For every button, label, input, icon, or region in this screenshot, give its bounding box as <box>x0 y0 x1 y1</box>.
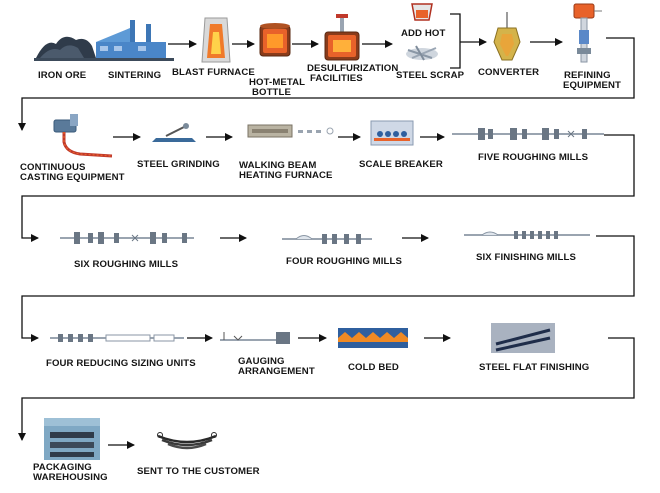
step-steel-flat-finishing: STEEL FLAT FINISHING <box>479 362 590 373</box>
steel-grinding-icon <box>152 123 196 142</box>
four-reducing-sizing-units-icon <box>50 334 184 342</box>
step-add-hot: ADD HOT <box>401 28 446 39</box>
step-continuous-casting-line1: CONTINUOUS <box>20 162 86 173</box>
iron-ore-sintering-plant-icon <box>34 20 174 61</box>
step-converter: CONVERTER <box>478 67 540 78</box>
step-continuous-casting-line2: CASTING EQUIPMENT <box>20 172 125 183</box>
six-finishing-mills-icon <box>464 231 590 239</box>
step-cold-bed: COLD BED <box>348 362 399 373</box>
step-packaging-line1: PACKAGING <box>33 462 92 473</box>
connector-row3-to-row4 <box>21 235 635 342</box>
leaf-spring-icon <box>157 432 217 450</box>
step-five-roughing-mills: FIVE ROUGHING MILLS <box>478 152 589 163</box>
step-refining-line2: EQUIPMENT <box>563 80 621 91</box>
packaging-warehouse-icon <box>44 418 100 460</box>
step-desulfurization-line2: FACILITIES <box>310 73 363 84</box>
step-steel-grinding: STEEL GRINDING <box>137 159 220 170</box>
connector-row1-to-row2 <box>18 37 635 131</box>
step-sintering: SINTERING <box>108 70 162 81</box>
four-roughing-mills-icon <box>282 234 372 244</box>
step-four-roughing-mills: FOUR ROUGHING MILLS <box>286 256 402 267</box>
step-walking-beam-line1: WALKING BEAM <box>239 160 317 171</box>
step-six-finishing-mills: SIX FINISHING MILLS <box>476 252 576 263</box>
continuous-casting-icon <box>53 114 113 158</box>
step-four-reducing-sizing-units: FOUR REDUCING SIZING UNITS <box>46 358 196 369</box>
steel-flat-finishing-icon <box>491 323 555 353</box>
step-refining-line1: REFINING <box>564 70 611 81</box>
six-roughing-mills-icon <box>60 232 194 244</box>
walking-beam-furnace-icon <box>247 124 334 138</box>
step-blast-furnace: BLAST FURNACE <box>172 67 255 78</box>
five-roughing-mills-icon <box>452 128 604 140</box>
gauging-arrangement-icon <box>220 332 290 344</box>
step-packaging-line2: WAREHOUSING <box>33 472 108 483</box>
blast-furnace-icon <box>201 17 231 63</box>
cold-bed-icon <box>338 328 408 348</box>
add-hot-ladle-icon <box>411 3 433 21</box>
refining-equipment-icon <box>573 3 602 63</box>
step-iron-ore: IRON ORE <box>38 70 87 81</box>
bracket-add-hot-steel-scrap <box>450 13 461 69</box>
step-sent-to-customer: SENT TO THE CUSTOMER <box>137 466 260 477</box>
step-hot-metal-bottle-line1: HOT-METAL <box>249 77 306 88</box>
step-walking-beam-line2: HEATING FURNACE <box>239 170 333 181</box>
converter-icon <box>493 12 521 61</box>
step-six-roughing-mills: SIX ROUGHING MILLS <box>74 259 179 270</box>
connector-row2-to-row3 <box>21 134 635 242</box>
step-steel-scrap: STEEL SCRAP <box>396 70 465 81</box>
step-desulfurization-line1: DESULFURIZATION <box>307 63 399 74</box>
step-hot-metal-bottle-line2: BOTTLE <box>252 87 291 98</box>
step-gauging-line1: GAUGING <box>238 356 285 367</box>
step-gauging-line2: ARRANGEMENT <box>238 366 315 377</box>
steel-scrap-icon <box>406 45 438 61</box>
connector-row4-to-row5 <box>18 337 635 441</box>
scale-breaker-icon <box>370 120 414 146</box>
step-scale-breaker: SCALE BREAKER <box>359 159 443 170</box>
desulfurization-facility-icon <box>324 14 360 61</box>
hot-metal-bottle-icon <box>259 23 291 57</box>
